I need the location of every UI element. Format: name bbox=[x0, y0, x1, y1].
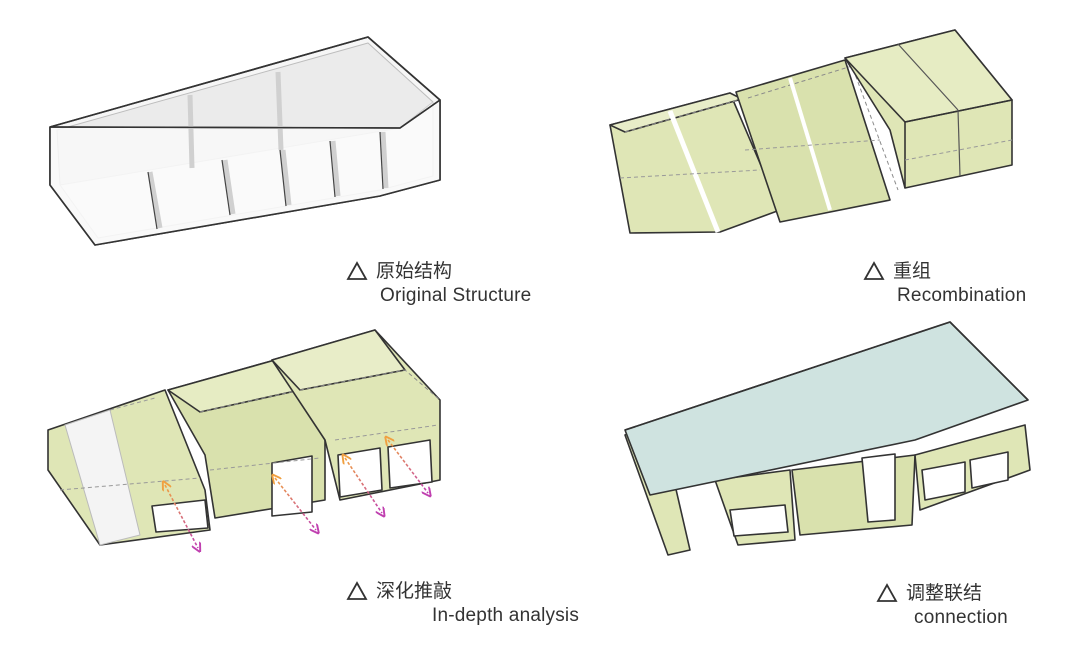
caption-original: 原始结构 Original Structure bbox=[346, 260, 531, 308]
triangle-icon bbox=[346, 581, 368, 600]
caption-cn: 原始结构 bbox=[376, 260, 453, 282]
flow-arrow bbox=[388, 440, 428, 493]
caption-en: Recombination bbox=[897, 285, 1027, 306]
flow-arrow bbox=[345, 458, 382, 513]
flow-arrow bbox=[275, 478, 316, 530]
flow-arrow bbox=[165, 485, 198, 548]
caption-cn: 深化推敲 bbox=[376, 580, 453, 602]
caption-en: Original Structure bbox=[380, 285, 532, 306]
caption-adjust: 调整联结 connection bbox=[876, 582, 1008, 630]
triangle-icon bbox=[876, 583, 898, 602]
analysis-diagram bbox=[47, 329, 441, 548]
triangle-icon bbox=[863, 261, 885, 280]
triangle-icon bbox=[346, 261, 368, 280]
recombination-diagram bbox=[609, 29, 1013, 234]
caption-en: In-depth analysis bbox=[432, 605, 580, 626]
caption-en: connection bbox=[914, 607, 1008, 628]
connection-diagram bbox=[624, 321, 1031, 556]
caption-cn: 重组 bbox=[893, 260, 932, 282]
original-structure-diagram bbox=[49, 36, 441, 246]
caption-cn: 调整联结 bbox=[906, 582, 983, 604]
caption-recombination: 重组 Recombination bbox=[863, 260, 1026, 308]
caption-analysis: 深化推敲 In-depth analysis bbox=[346, 580, 579, 628]
